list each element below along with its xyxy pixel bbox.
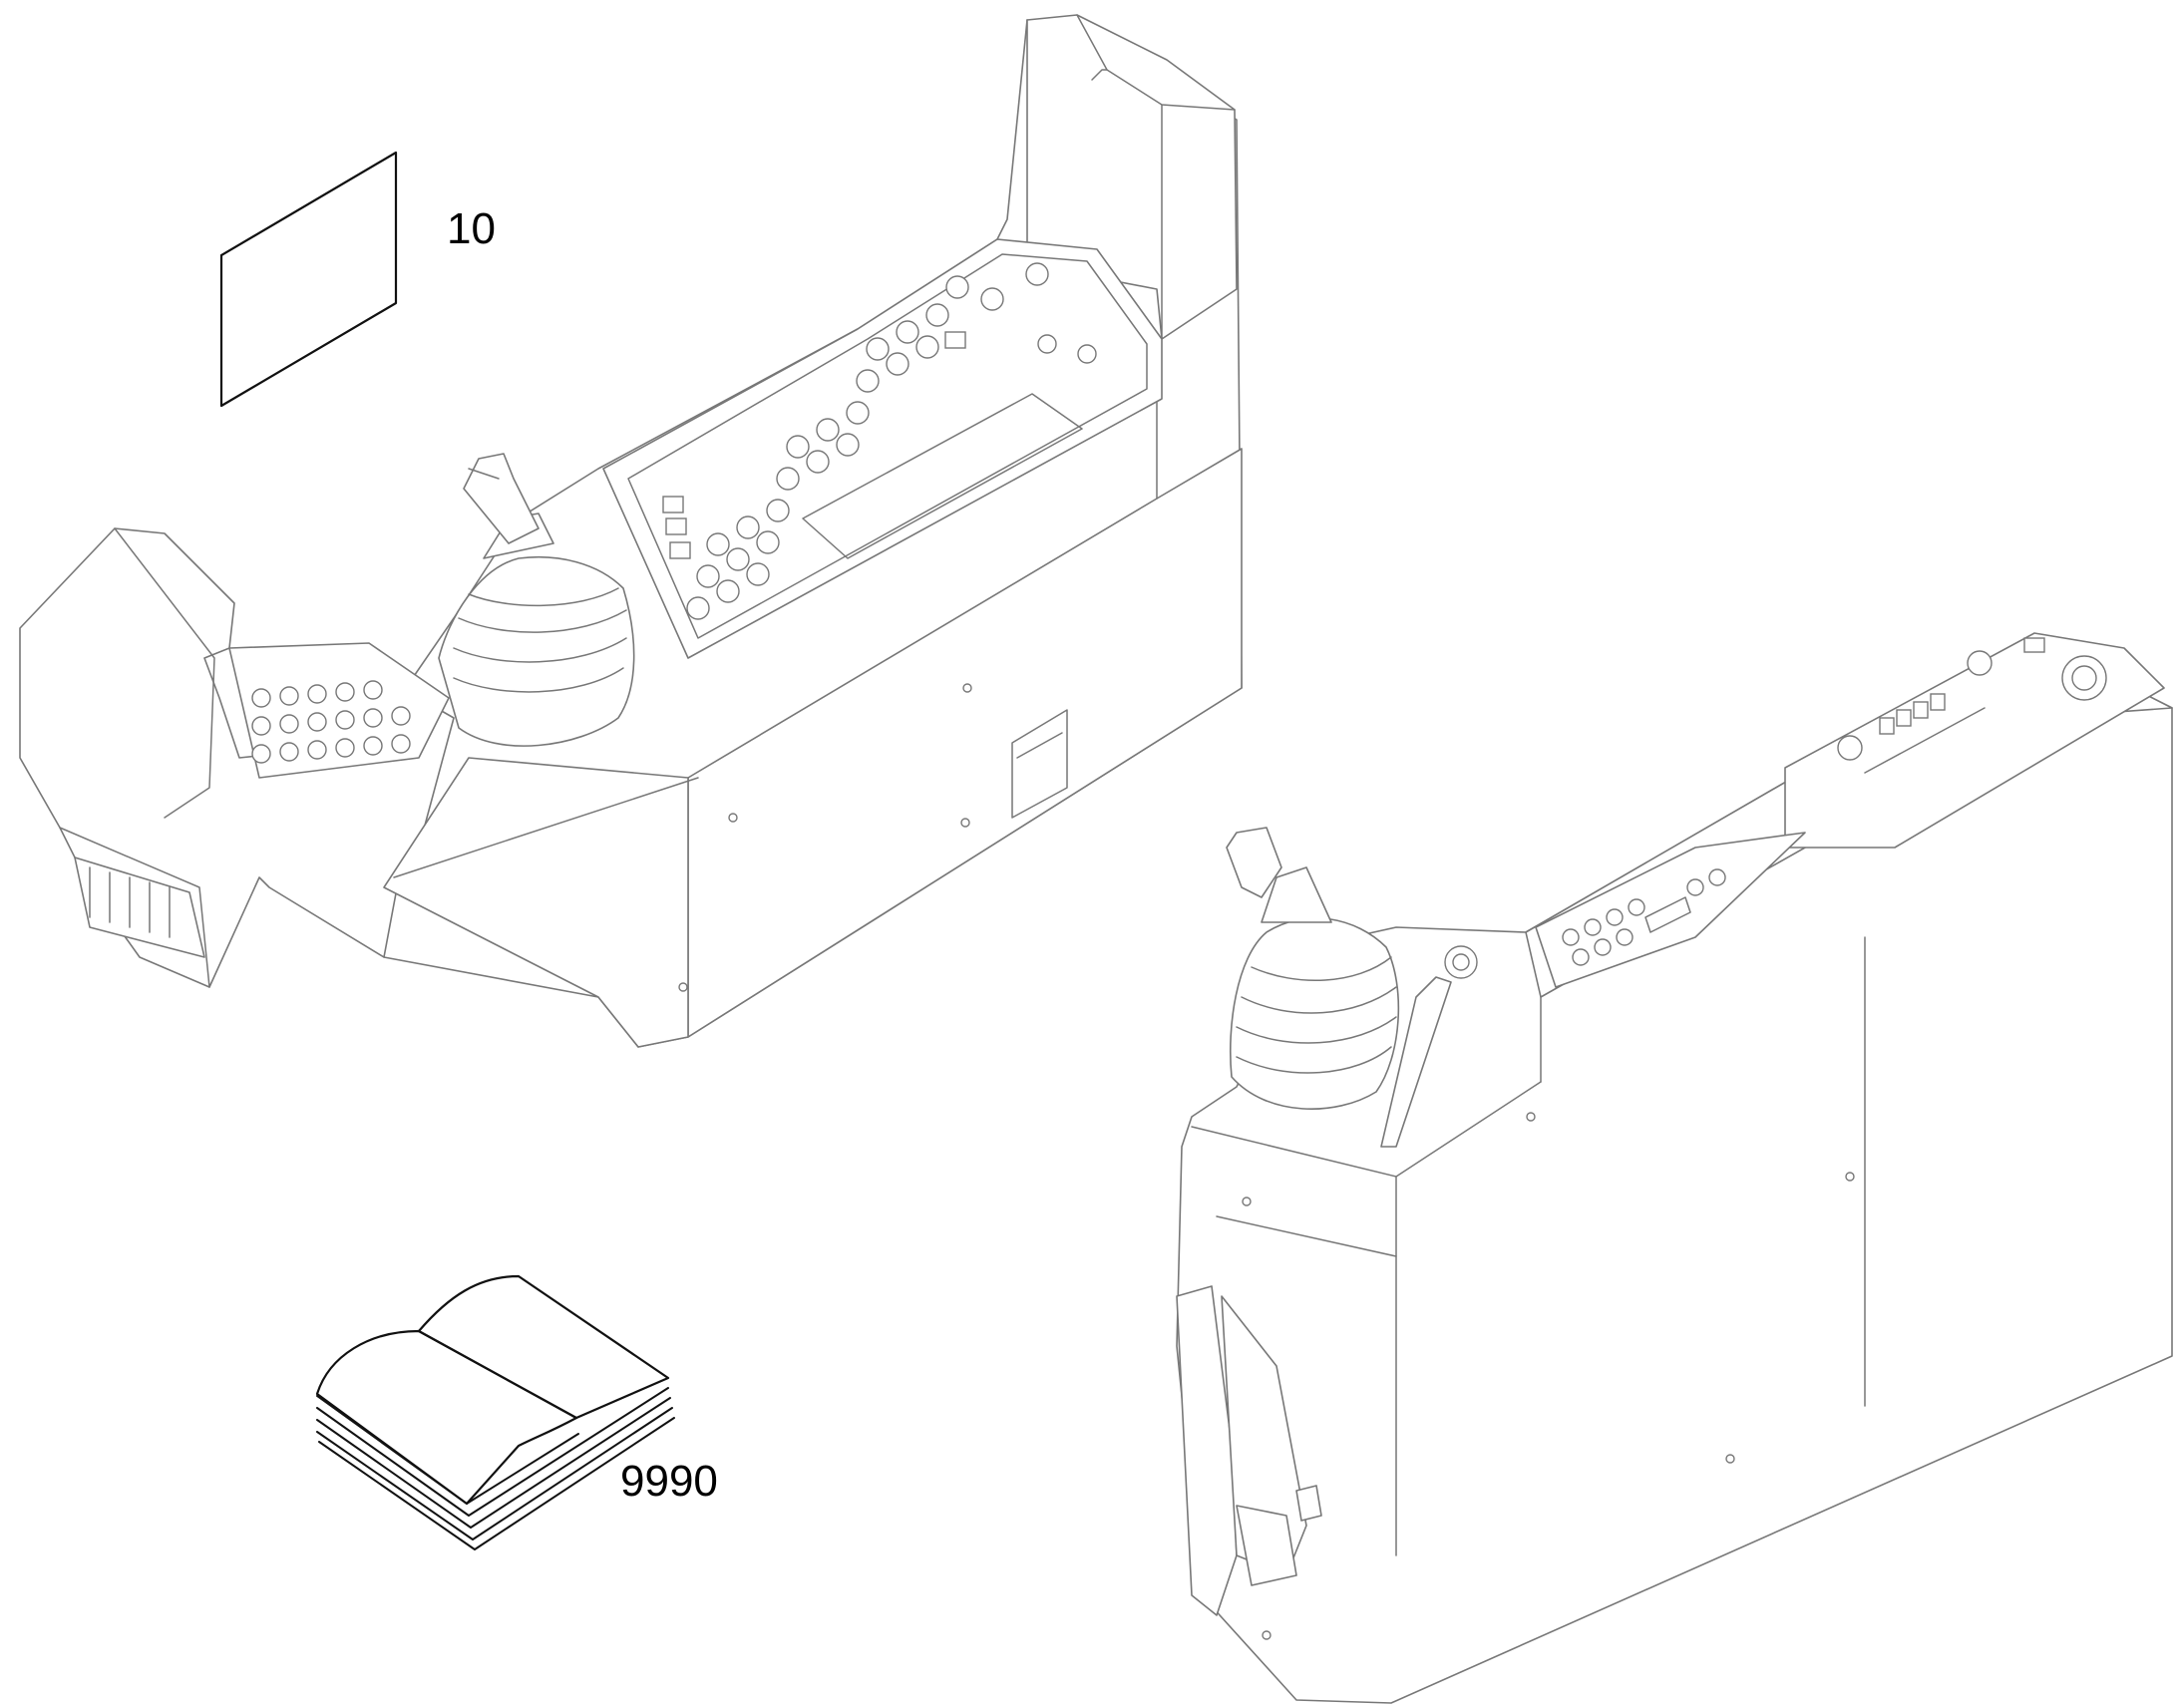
left-control-console <box>19 14 1243 1048</box>
left-joystick <box>438 453 635 747</box>
right-joystick <box>1226 827 1400 1110</box>
open-book-icon <box>315 1274 675 1550</box>
decal-sheet-icon <box>219 151 398 408</box>
callout-manual-label: 9990 <box>620 1457 718 1506</box>
right-control-console <box>1176 632 2173 1704</box>
left-armrest <box>19 527 455 988</box>
left-console-keypad <box>662 262 1097 620</box>
callout-decal-label: 10 <box>447 204 496 253</box>
